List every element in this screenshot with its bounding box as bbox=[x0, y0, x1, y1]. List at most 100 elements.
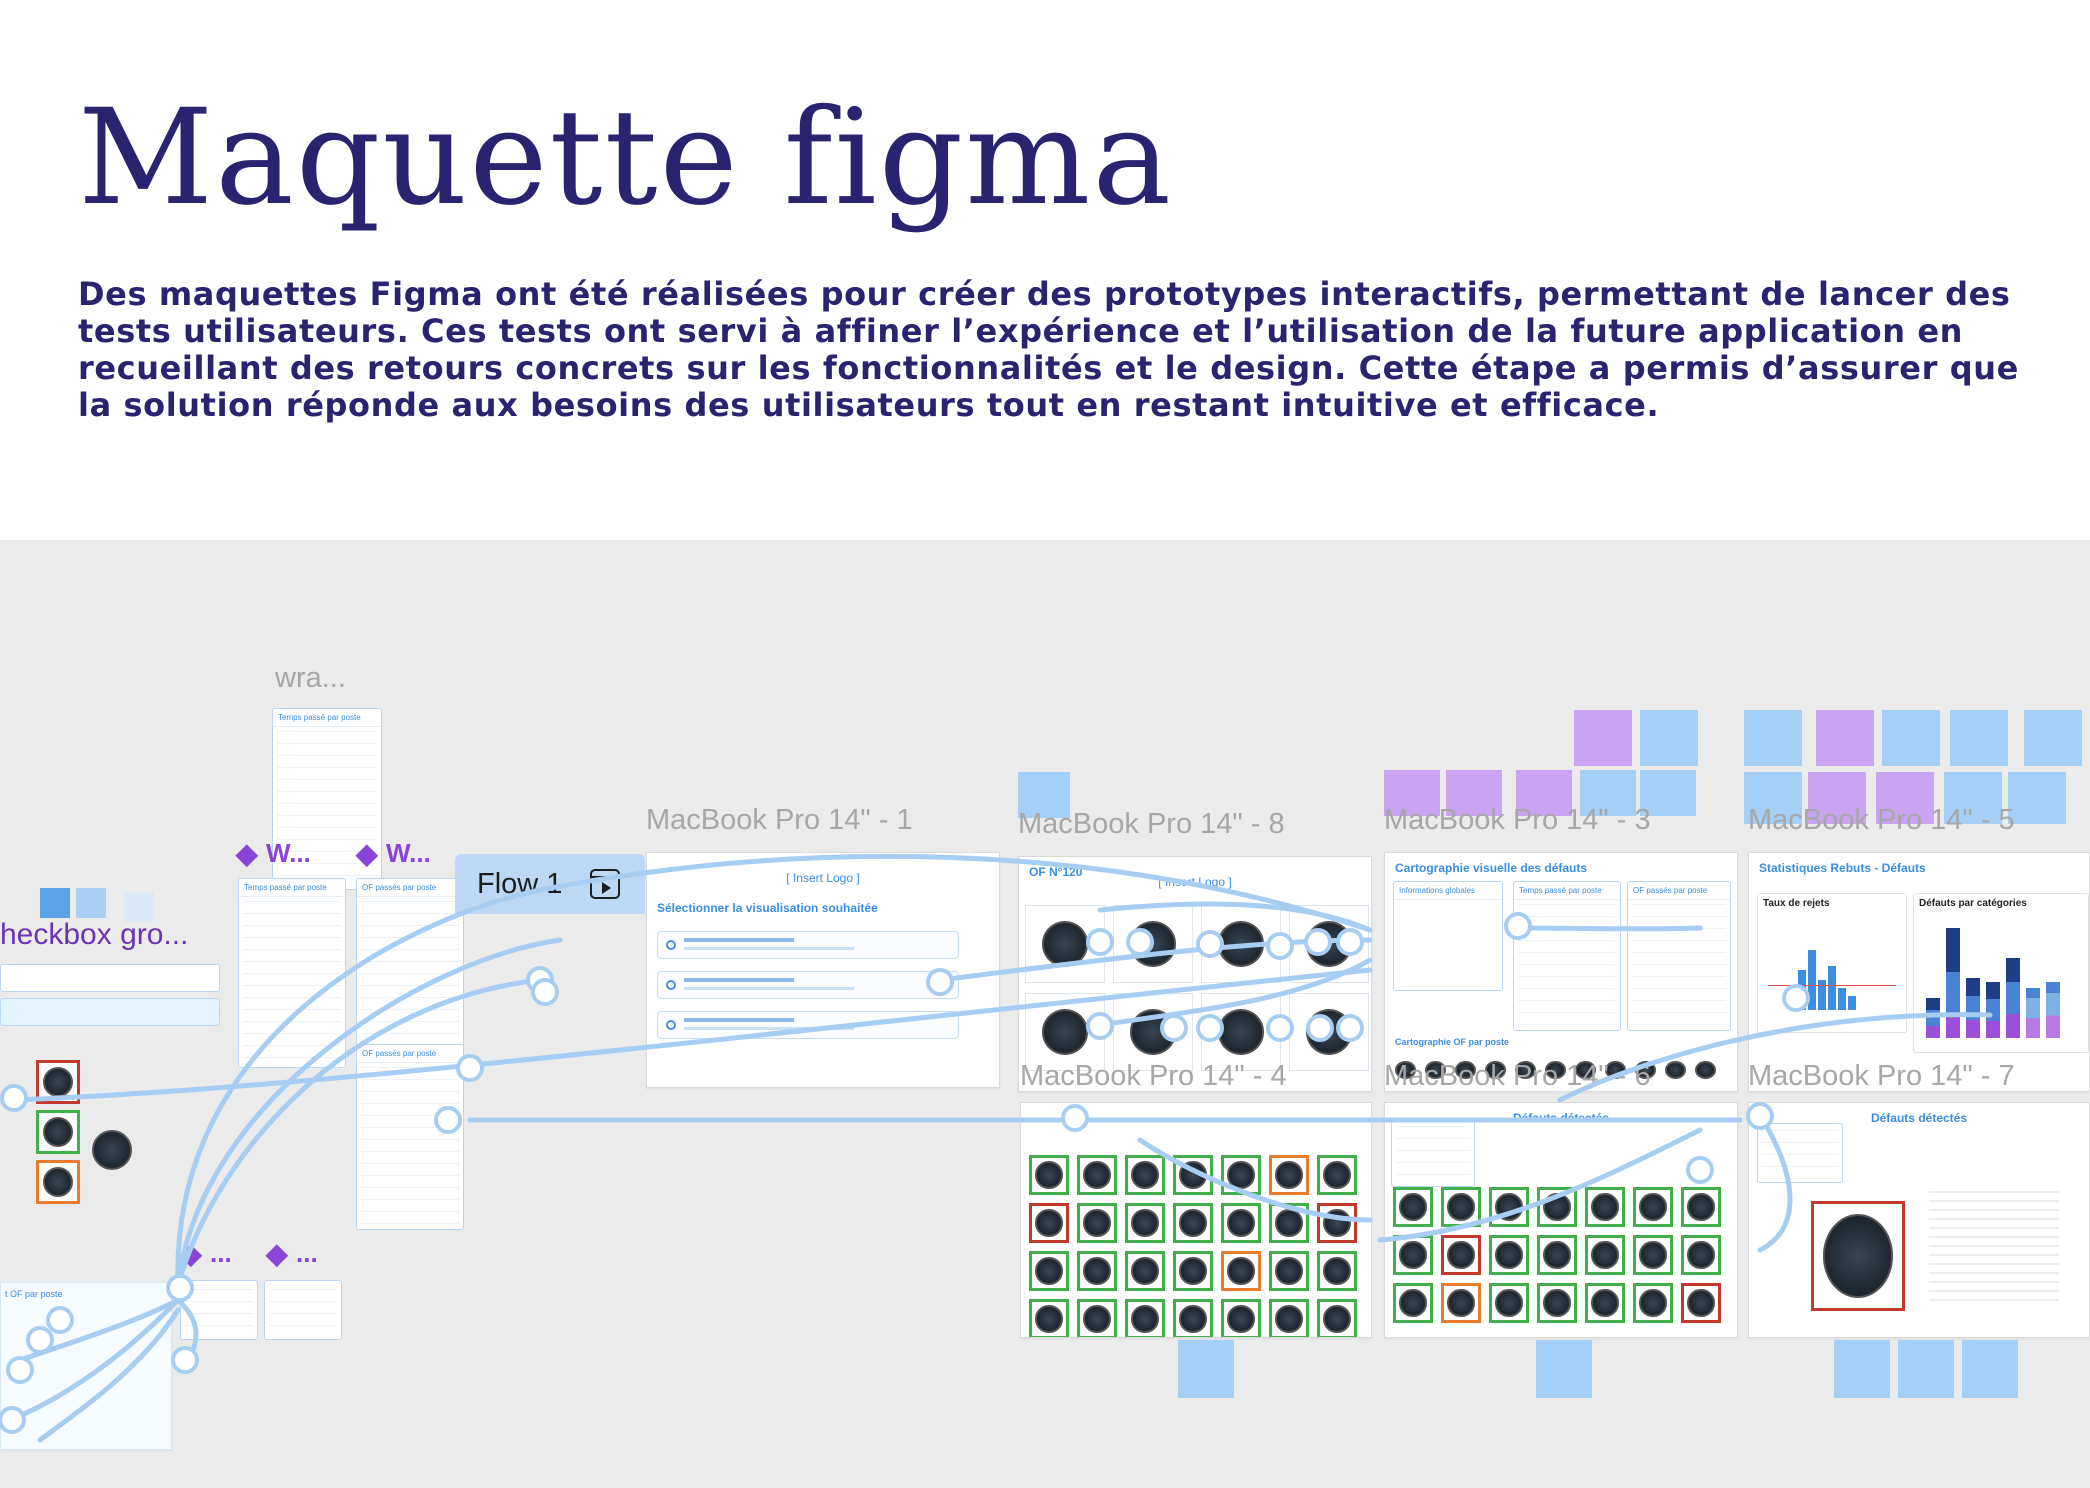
sticky-note[interactable] bbox=[1574, 710, 1632, 766]
visualisation-option-3[interactable] bbox=[657, 1011, 959, 1039]
of-passes-panel-2[interactable]: OF passés par poste bbox=[356, 1044, 464, 1230]
sticky-note[interactable] bbox=[1744, 710, 1802, 766]
sticky-note[interactable] bbox=[1018, 772, 1070, 818]
watch-cell[interactable] bbox=[36, 1160, 80, 1204]
sticky-note[interactable] bbox=[1944, 772, 2002, 824]
sticky-note[interactable] bbox=[1876, 772, 1934, 824]
component-tag-c[interactable]: ... bbox=[180, 1237, 232, 1270]
of-panel[interactable]: OF passés par poste bbox=[1627, 881, 1731, 1031]
watch-cell[interactable] bbox=[1681, 1283, 1721, 1323]
watch-cell[interactable] bbox=[1489, 1187, 1529, 1227]
frame-3[interactable]: Cartographie visuelle des défauts Inform… bbox=[1384, 852, 1738, 1092]
watch-cell[interactable] bbox=[36, 1110, 80, 1154]
of-par-poste-frame[interactable]: t OF par poste bbox=[0, 1282, 172, 1450]
watch-cell[interactable] bbox=[1537, 1283, 1577, 1323]
sticky-note[interactable] bbox=[1816, 710, 1874, 766]
sticky-note[interactable] bbox=[1962, 1340, 2018, 1398]
watch-cell[interactable] bbox=[1077, 1155, 1117, 1195]
sticky-note[interactable] bbox=[1808, 772, 1866, 824]
component-tag-b[interactable]: W... bbox=[356, 837, 431, 870]
frame-4[interactable] bbox=[1020, 1102, 1372, 1338]
watch-cell[interactable] bbox=[1537, 1187, 1577, 1227]
swatch-blue[interactable] bbox=[40, 888, 70, 918]
frame-6[interactable]: Défauts détectés bbox=[1384, 1102, 1738, 1338]
watch-card[interactable] bbox=[1025, 905, 1105, 983]
watch-cell[interactable] bbox=[1585, 1283, 1625, 1323]
sticky-note[interactable] bbox=[2008, 772, 2066, 824]
sticky-note[interactable] bbox=[2024, 710, 2082, 766]
mini-table-1[interactable] bbox=[180, 1280, 258, 1340]
watch-cell[interactable] bbox=[1221, 1251, 1261, 1291]
watch-card[interactable] bbox=[1289, 905, 1369, 983]
watch-cell[interactable] bbox=[1173, 1203, 1213, 1243]
watch-cell[interactable] bbox=[1537, 1235, 1577, 1275]
watch-cell[interactable] bbox=[1269, 1203, 1309, 1243]
watch-cell[interactable] bbox=[1317, 1299, 1357, 1337]
watch-cell[interactable] bbox=[1441, 1187, 1481, 1227]
swatch-pale-blue[interactable] bbox=[124, 892, 154, 922]
watch-cell[interactable] bbox=[1633, 1283, 1673, 1323]
watch-cell[interactable] bbox=[1125, 1155, 1165, 1195]
watch-card[interactable] bbox=[1201, 905, 1281, 983]
watch-cell[interactable] bbox=[1125, 1299, 1165, 1337]
watch-cell[interactable] bbox=[1029, 1203, 1069, 1243]
frame-1[interactable]: [ Insert Logo ] Sélectionner la visualis… bbox=[646, 852, 1000, 1088]
watch-cell[interactable] bbox=[1585, 1235, 1625, 1275]
sticky-note[interactable] bbox=[1898, 1340, 1954, 1398]
watch-cell[interactable] bbox=[1489, 1283, 1529, 1323]
watch-cell[interactable] bbox=[1077, 1203, 1117, 1243]
sticky-note[interactable] bbox=[1882, 710, 1940, 766]
temps-panel-top[interactable]: Temps passé par poste bbox=[272, 708, 382, 890]
watch-cell[interactable] bbox=[1173, 1251, 1213, 1291]
watch-cell[interactable] bbox=[1269, 1155, 1309, 1195]
component-tag-d[interactable]: ... bbox=[266, 1237, 318, 1270]
temps-panel[interactable]: Temps passé par poste bbox=[1513, 881, 1621, 1031]
sticky-note[interactable] bbox=[1536, 1340, 1592, 1398]
frame-5[interactable]: Statistiques Rebuts - Défauts Taux de re… bbox=[1748, 852, 2090, 1092]
watch-cell[interactable] bbox=[1585, 1187, 1625, 1227]
sticky-note[interactable] bbox=[1950, 710, 2008, 766]
reject-rate-panel[interactable]: Taux de rejets bbox=[1757, 893, 1907, 1033]
watch-cell[interactable] bbox=[1125, 1251, 1165, 1291]
watch-cell[interactable] bbox=[1029, 1299, 1069, 1337]
watch-cell[interactable] bbox=[1681, 1235, 1721, 1275]
component-tag-a[interactable]: W... bbox=[236, 837, 311, 870]
info-panel[interactable] bbox=[1391, 1119, 1475, 1187]
watch-cell[interactable] bbox=[1077, 1251, 1117, 1291]
frame-7[interactable]: Défauts détectés bbox=[1748, 1102, 2090, 1338]
watch-cell[interactable] bbox=[1269, 1299, 1309, 1337]
sticky-note[interactable] bbox=[1580, 770, 1636, 816]
sticky-note[interactable] bbox=[1834, 1340, 1890, 1398]
figma-canvas[interactable]: wra... Temps passé par poste W... W... T… bbox=[0, 540, 2090, 1488]
watch-cell[interactable] bbox=[1317, 1251, 1357, 1291]
visualisation-option-2[interactable] bbox=[657, 971, 959, 999]
watch-cell[interactable] bbox=[1173, 1155, 1213, 1195]
sticky-note[interactable] bbox=[1178, 1340, 1234, 1398]
watch-cell[interactable] bbox=[1393, 1235, 1433, 1275]
watch-cell[interactable] bbox=[1489, 1235, 1529, 1275]
sticky-note[interactable] bbox=[1516, 770, 1572, 816]
watch-cell[interactable] bbox=[1317, 1203, 1357, 1243]
watch-cell[interactable] bbox=[1221, 1155, 1261, 1195]
sticky-note[interactable] bbox=[1744, 772, 1802, 824]
watch-cell[interactable] bbox=[1269, 1251, 1309, 1291]
swatch-light-blue[interactable] bbox=[76, 888, 106, 918]
defects-category-panel[interactable]: Défauts par catégories bbox=[1913, 893, 2089, 1053]
watch-cell[interactable] bbox=[1441, 1283, 1481, 1323]
watch-cell[interactable] bbox=[1393, 1283, 1433, 1323]
watch-cell[interactable] bbox=[1125, 1203, 1165, 1243]
watch-cell[interactable] bbox=[36, 1060, 80, 1104]
sticky-note[interactable] bbox=[1446, 770, 1502, 816]
frame-8[interactable]: OF N°120 [ Insert Logo ] bbox=[1018, 856, 1372, 1092]
watch-cell[interactable] bbox=[1441, 1235, 1481, 1275]
watch-cell[interactable] bbox=[1633, 1187, 1673, 1227]
watch-cell[interactable] bbox=[1221, 1203, 1261, 1243]
of-passes-panel[interactable]: OF passés par poste bbox=[356, 878, 464, 1068]
visualisation-option-1[interactable] bbox=[657, 931, 959, 959]
watch-cell[interactable] bbox=[1029, 1251, 1069, 1291]
watch-cell[interactable] bbox=[1029, 1155, 1069, 1195]
watch-cell[interactable] bbox=[1681, 1187, 1721, 1227]
sticky-note[interactable] bbox=[1384, 770, 1440, 816]
watch-card[interactable] bbox=[1289, 993, 1369, 1071]
sticky-note[interactable] bbox=[1640, 710, 1698, 766]
